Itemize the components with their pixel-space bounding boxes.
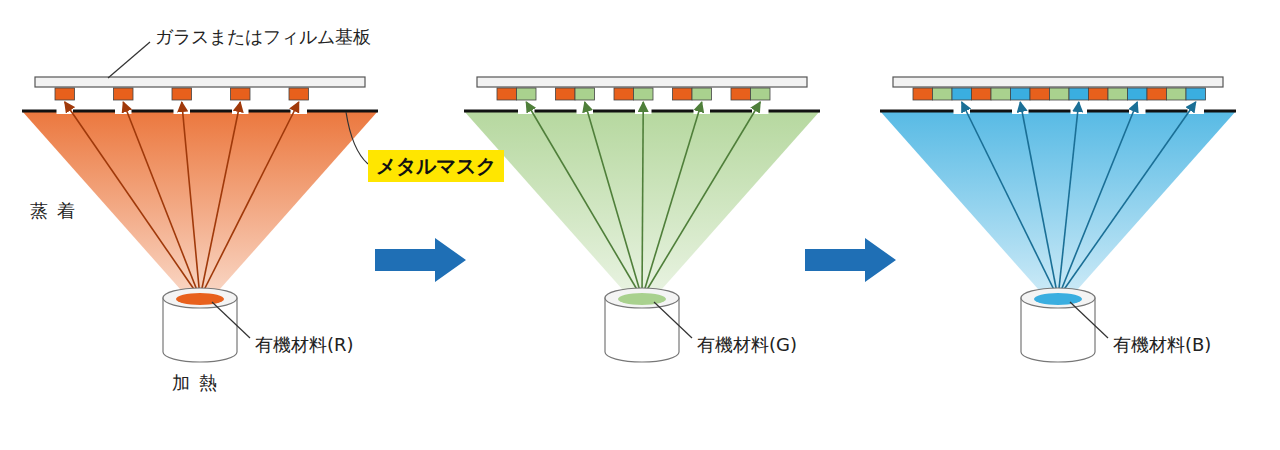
pixel <box>1186 88 1206 100</box>
label-text: 蒸着 <box>30 200 84 222</box>
deposition-panel <box>464 77 820 362</box>
highlight-box: メタルマスク <box>368 150 504 182</box>
vapor-arrow <box>962 102 1058 298</box>
leader-line <box>1070 302 1108 338</box>
deposition-panel <box>22 77 378 362</box>
pixel <box>575 88 595 100</box>
pixel <box>172 88 192 100</box>
vapor-arrow <box>123 102 200 298</box>
pixel <box>692 88 712 100</box>
mask-opening <box>694 108 711 114</box>
vapor-arrow <box>200 102 240 298</box>
pixel <box>634 88 654 100</box>
mask-opening <box>577 108 594 114</box>
organic-material <box>618 293 666 305</box>
mask-opening <box>232 108 249 114</box>
vapor-arrow <box>585 102 642 298</box>
label-text: 有機材料(B) <box>1113 334 1211 356</box>
crucible <box>605 288 679 362</box>
organic-material <box>176 293 224 305</box>
pixel <box>1128 88 1148 100</box>
mask-opening <box>1129 108 1146 114</box>
vapor-arrow <box>642 102 760 298</box>
pixel <box>55 88 75 100</box>
organic-material <box>1034 293 1082 305</box>
pixel <box>497 88 517 100</box>
leader-line <box>346 112 368 164</box>
vapor-arrow <box>182 102 200 298</box>
leader-line <box>108 42 150 78</box>
pixel <box>517 88 537 100</box>
vapor-cone <box>22 111 378 298</box>
vapor-arrow <box>1020 102 1058 298</box>
metal-mask <box>880 110 1236 113</box>
crucible <box>1021 288 1095 362</box>
leader-line <box>212 302 250 338</box>
label-text: ガラスまたはフィルム基板 <box>155 26 371 48</box>
pixel <box>972 88 992 100</box>
vapor-arrow <box>200 102 299 298</box>
mask-opening <box>1012 108 1029 114</box>
pixel <box>913 88 933 100</box>
pixel <box>673 88 693 100</box>
pixel <box>952 88 972 100</box>
pixel <box>1011 88 1031 100</box>
vapor-arrow <box>1058 102 1137 298</box>
pixel <box>1147 88 1167 100</box>
crucible <box>163 288 237 362</box>
vapor-arrow <box>1058 102 1079 298</box>
vapor-arrow <box>526 102 642 298</box>
pixel <box>751 88 771 100</box>
pixel <box>1030 88 1050 100</box>
pixel <box>289 88 309 100</box>
pixel <box>1089 88 1109 100</box>
pixel <box>1167 88 1187 100</box>
metal-mask <box>22 110 378 113</box>
pixel <box>731 88 751 100</box>
node-text: メタルマスク <box>376 154 496 178</box>
label-text: 加熱 <box>172 372 226 394</box>
vapor-arrow <box>1058 102 1196 298</box>
pixel <box>556 88 576 100</box>
substrate <box>35 77 365 87</box>
leader-line <box>654 302 692 338</box>
substrate <box>477 77 807 87</box>
pixel <box>1108 88 1128 100</box>
pixel <box>114 88 134 100</box>
mask-opening <box>115 108 132 114</box>
deposition-panel <box>880 77 1236 362</box>
vapor-cone <box>880 111 1236 298</box>
pixel <box>1069 88 1089 100</box>
label-text: 有機材料(R) <box>255 334 354 356</box>
vapor-arrow <box>642 102 702 298</box>
process-arrow <box>805 238 896 282</box>
pixel <box>231 88 251 100</box>
vapor-arrow <box>65 102 200 298</box>
vapor-arrow <box>642 102 643 298</box>
pixel <box>1050 88 1070 100</box>
pixel <box>933 88 953 100</box>
label-text: 有機材料(G) <box>697 334 797 356</box>
panels <box>22 77 1236 362</box>
substrate <box>893 77 1223 87</box>
pixel <box>991 88 1011 100</box>
pixel <box>614 88 634 100</box>
process-arrow <box>375 238 466 282</box>
